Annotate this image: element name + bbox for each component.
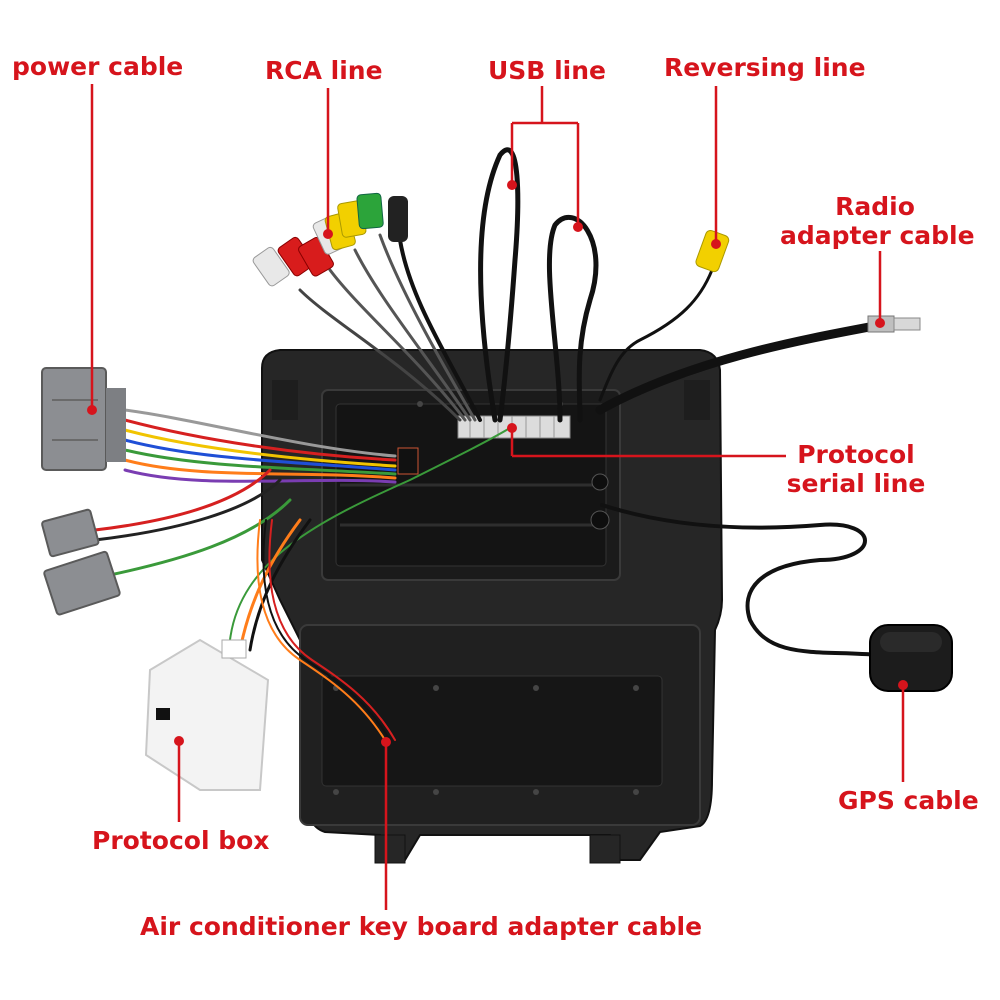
leader-lines bbox=[90, 84, 905, 910]
protocol-box bbox=[144, 638, 270, 791]
radio-adapter-label-line2: adapter cable bbox=[780, 221, 975, 250]
power-connector bbox=[41, 367, 126, 471]
air-conditioner-cable-label: Air conditioner key board adapter cable bbox=[140, 912, 703, 941]
radio-adapter-label-line1: Radio bbox=[835, 192, 915, 221]
reversing-plug bbox=[695, 230, 730, 273]
protocol-box-label: Protocol box bbox=[92, 826, 270, 855]
wire-bundle bbox=[93, 147, 885, 741]
head-unit-frame bbox=[261, 349, 724, 864]
reversing-line-label: Reversing line bbox=[664, 53, 866, 82]
small-connector bbox=[41, 508, 121, 616]
protocol-serial-label-line1: Protocol bbox=[797, 440, 915, 469]
gps-antenna bbox=[869, 624, 953, 692]
usb-line-label: USB line bbox=[488, 56, 606, 85]
rca-plugs bbox=[252, 192, 408, 287]
protocol-serial-line-label: Protocol serial line bbox=[786, 440, 926, 498]
protocol-serial-label-line2: serial line bbox=[786, 469, 926, 498]
power-cable-label: power cable bbox=[12, 52, 184, 81]
rca-line-label: RCA line bbox=[265, 56, 383, 85]
gps-cable-label: GPS cable bbox=[838, 786, 979, 815]
radio-adapter-label: Radio adapter cable bbox=[780, 192, 975, 250]
leader-dots bbox=[87, 180, 908, 747]
